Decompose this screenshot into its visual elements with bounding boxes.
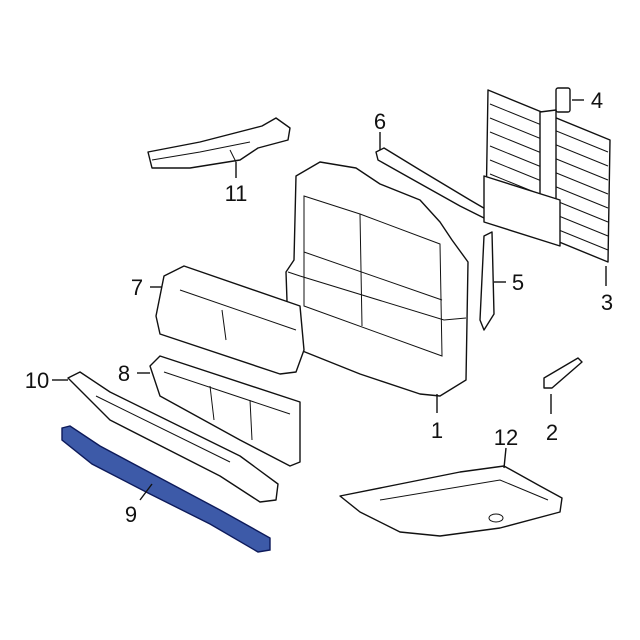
callout-11: 11 (225, 181, 248, 206)
part-7-deflector[interactable] (155, 265, 305, 375)
callout-8: 8 (118, 361, 130, 386)
leader-lines (52, 99, 607, 501)
callout-10: 10 (25, 368, 49, 393)
part-2-bracket[interactable] (543, 357, 583, 389)
callout-1: 1 (431, 418, 443, 443)
part-12-splash-shield[interactable] (339, 465, 563, 537)
part-5-seal[interactable] (479, 231, 495, 331)
callout-4: 4 (591, 88, 603, 113)
callout-12: 12 (494, 425, 518, 450)
part-10-shield[interactable] (67, 371, 279, 503)
callout-6: 6 (374, 109, 386, 134)
callout-7: 7 (131, 275, 143, 300)
part-11-bracket[interactable] (147, 117, 291, 169)
callout-9: 9 (125, 502, 137, 527)
part-3-shutter[interactable] (483, 89, 611, 263)
part-4-clip[interactable] (555, 87, 571, 113)
part-1-radiator-support[interactable] (285, 161, 469, 397)
callout-3: 3 (601, 290, 613, 315)
part-9-seal-highlighted[interactable] (61, 425, 271, 553)
callout-2: 2 (546, 420, 558, 445)
part-8-deflector[interactable] (149, 355, 301, 467)
callout-5: 5 (512, 270, 524, 295)
callout-labels: 1 2 3 4 5 6 7 8 9 10 11 12 (25, 88, 613, 527)
